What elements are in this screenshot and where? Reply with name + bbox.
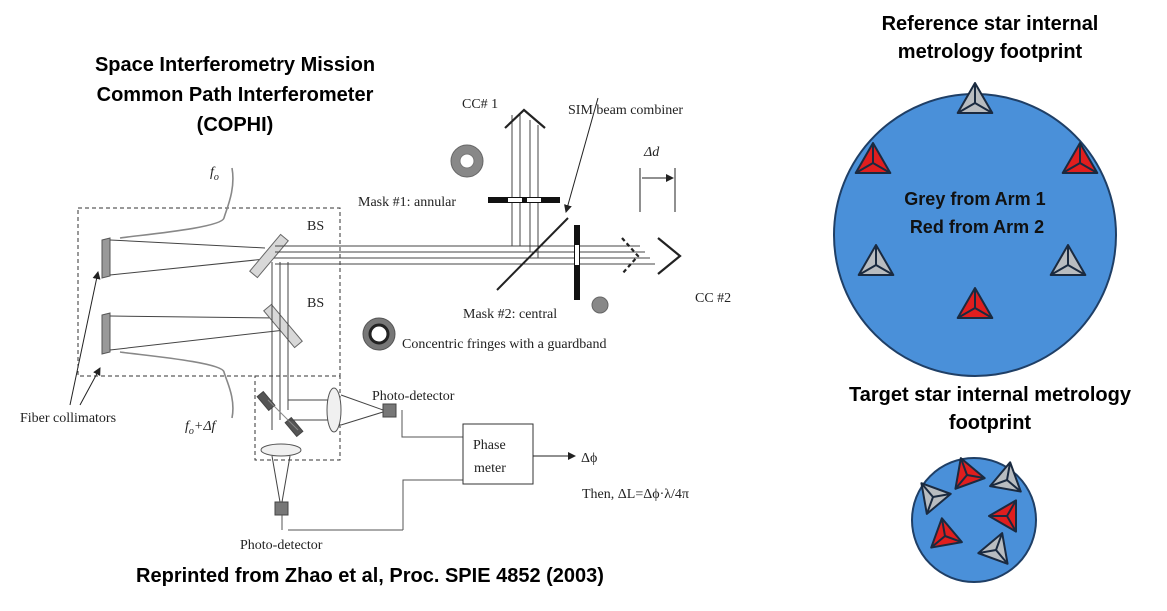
- photodetector-bottom: [274, 501, 289, 516]
- target-footprint: [911, 457, 1037, 583]
- red-corner-cube-icon: [1061, 142, 1099, 174]
- beam-upper-b: [109, 257, 276, 276]
- reference-title: Reference star internal metrology footpr…: [830, 10, 1150, 66]
- cophi-title: Space Interferometry Mission Common Path…: [40, 50, 430, 140]
- corner-cube-2-displaced: [621, 237, 640, 275]
- grey-corner-cube-icon: [977, 532, 1009, 565]
- cophi-title-line2: Common Path Interferometer: [96, 84, 374, 106]
- label-fiber-collimators: Fiber collimators: [20, 411, 116, 426]
- detector-mirror-1: [256, 390, 276, 412]
- grey-corner-cube-icon: [920, 482, 952, 515]
- beam-lower-b: [109, 329, 286, 351]
- label-mask-2: Mask #2: central: [463, 307, 557, 322]
- beam-splitter-1: [249, 233, 289, 279]
- collimator-mirror-upper: [101, 237, 111, 279]
- grey-corner-cube-icon: [857, 244, 895, 276]
- reference-label-arm1: Grey from Arm 1: [904, 189, 1045, 209]
- label-cc2: CC #2: [695, 291, 731, 306]
- label-delta-phi: Δϕ: [581, 451, 597, 466]
- red-corner-cube-icon: [854, 142, 892, 174]
- beam-lower-a: [109, 315, 279, 319]
- target-title: Target star internal metrology footprint: [820, 381, 1160, 437]
- label-phase-meter-2: meter: [474, 461, 506, 476]
- label-photodetector-bottom: Photo-detector: [240, 538, 323, 553]
- red-corner-cube-icon: [930, 517, 963, 549]
- red-corner-cube-icon: [956, 287, 994, 319]
- label-f0-df: fo+Δf: [185, 419, 218, 437]
- cophi-title-line1: Space Interferometry Mission: [94, 54, 376, 76]
- reference-markers: [854, 82, 1099, 319]
- beam-upper-a: [109, 239, 266, 249]
- credit-line: Reprinted from Zhao et al, Proc. SPIE 48…: [136, 565, 604, 587]
- label-photodetector-top: Photo-detector: [372, 389, 455, 404]
- cophi-title-line3: (COPHI): [196, 114, 274, 136]
- reference-title-line1: Reference star internal: [881, 13, 1099, 35]
- diagram-labels: fo fo+Δf BS BS CC# 1 CC #2 SIM beam comb…: [20, 97, 731, 553]
- grey-corner-cube-icon: [956, 82, 994, 114]
- label-then-eq: Then, ΔL=Δϕ·λ/4π: [582, 487, 689, 502]
- label-mask-1: Mask #1: annular: [358, 195, 456, 210]
- label-fringes: Concentric fringes with a guardband: [402, 337, 607, 352]
- corner-cube-2: [657, 237, 682, 275]
- target-markers: [920, 457, 1022, 565]
- collimator-mirror-lower: [101, 312, 111, 355]
- target-title-line1: Target star internal metrology: [849, 384, 1131, 406]
- cophi-diagram: [69, 97, 682, 531]
- reference-footprint: Grey from Arm 1 Red from Arm 2: [833, 82, 1117, 377]
- photodetector-top: [382, 403, 397, 418]
- grey-corner-cube-icon: [989, 461, 1022, 493]
- label-f0: fo: [210, 165, 219, 183]
- target-title-line2: footprint: [948, 412, 1032, 434]
- red-corner-cube-icon: [954, 457, 986, 490]
- fiber-lower: [119, 351, 234, 419]
- beam-combiner-plate: [496, 217, 569, 291]
- reference-label-arm2: Red from Arm 2: [910, 217, 1044, 237]
- label-bs-1: BS: [307, 219, 324, 234]
- beam-splitter-2: [263, 303, 303, 349]
- beam-combiner-pointer: [564, 97, 599, 213]
- wire-bottom: [402, 479, 463, 530]
- central-mask-icon: [591, 296, 609, 314]
- phase-meter-box: [462, 423, 534, 485]
- label-delta-d: Δd: [643, 145, 660, 160]
- label-bs-2: BS: [307, 296, 324, 311]
- label-beam-combiner: SIM beam combiner: [568, 103, 683, 118]
- fiber-upper: [119, 167, 234, 239]
- detector-lens-1: [326, 387, 342, 433]
- detector-lens-2: [260, 443, 302, 457]
- corner-cube-1: [504, 108, 546, 129]
- grey-corner-cube-icon: [1049, 244, 1087, 276]
- label-cc1: CC# 1: [462, 97, 498, 112]
- collimator-box: [77, 207, 341, 377]
- label-phase-meter-1: Phase: [473, 438, 506, 453]
- wire-top: [401, 410, 463, 438]
- reference-title-line2: metrology footprint: [897, 41, 1083, 63]
- red-corner-cube-icon: [988, 499, 1017, 533]
